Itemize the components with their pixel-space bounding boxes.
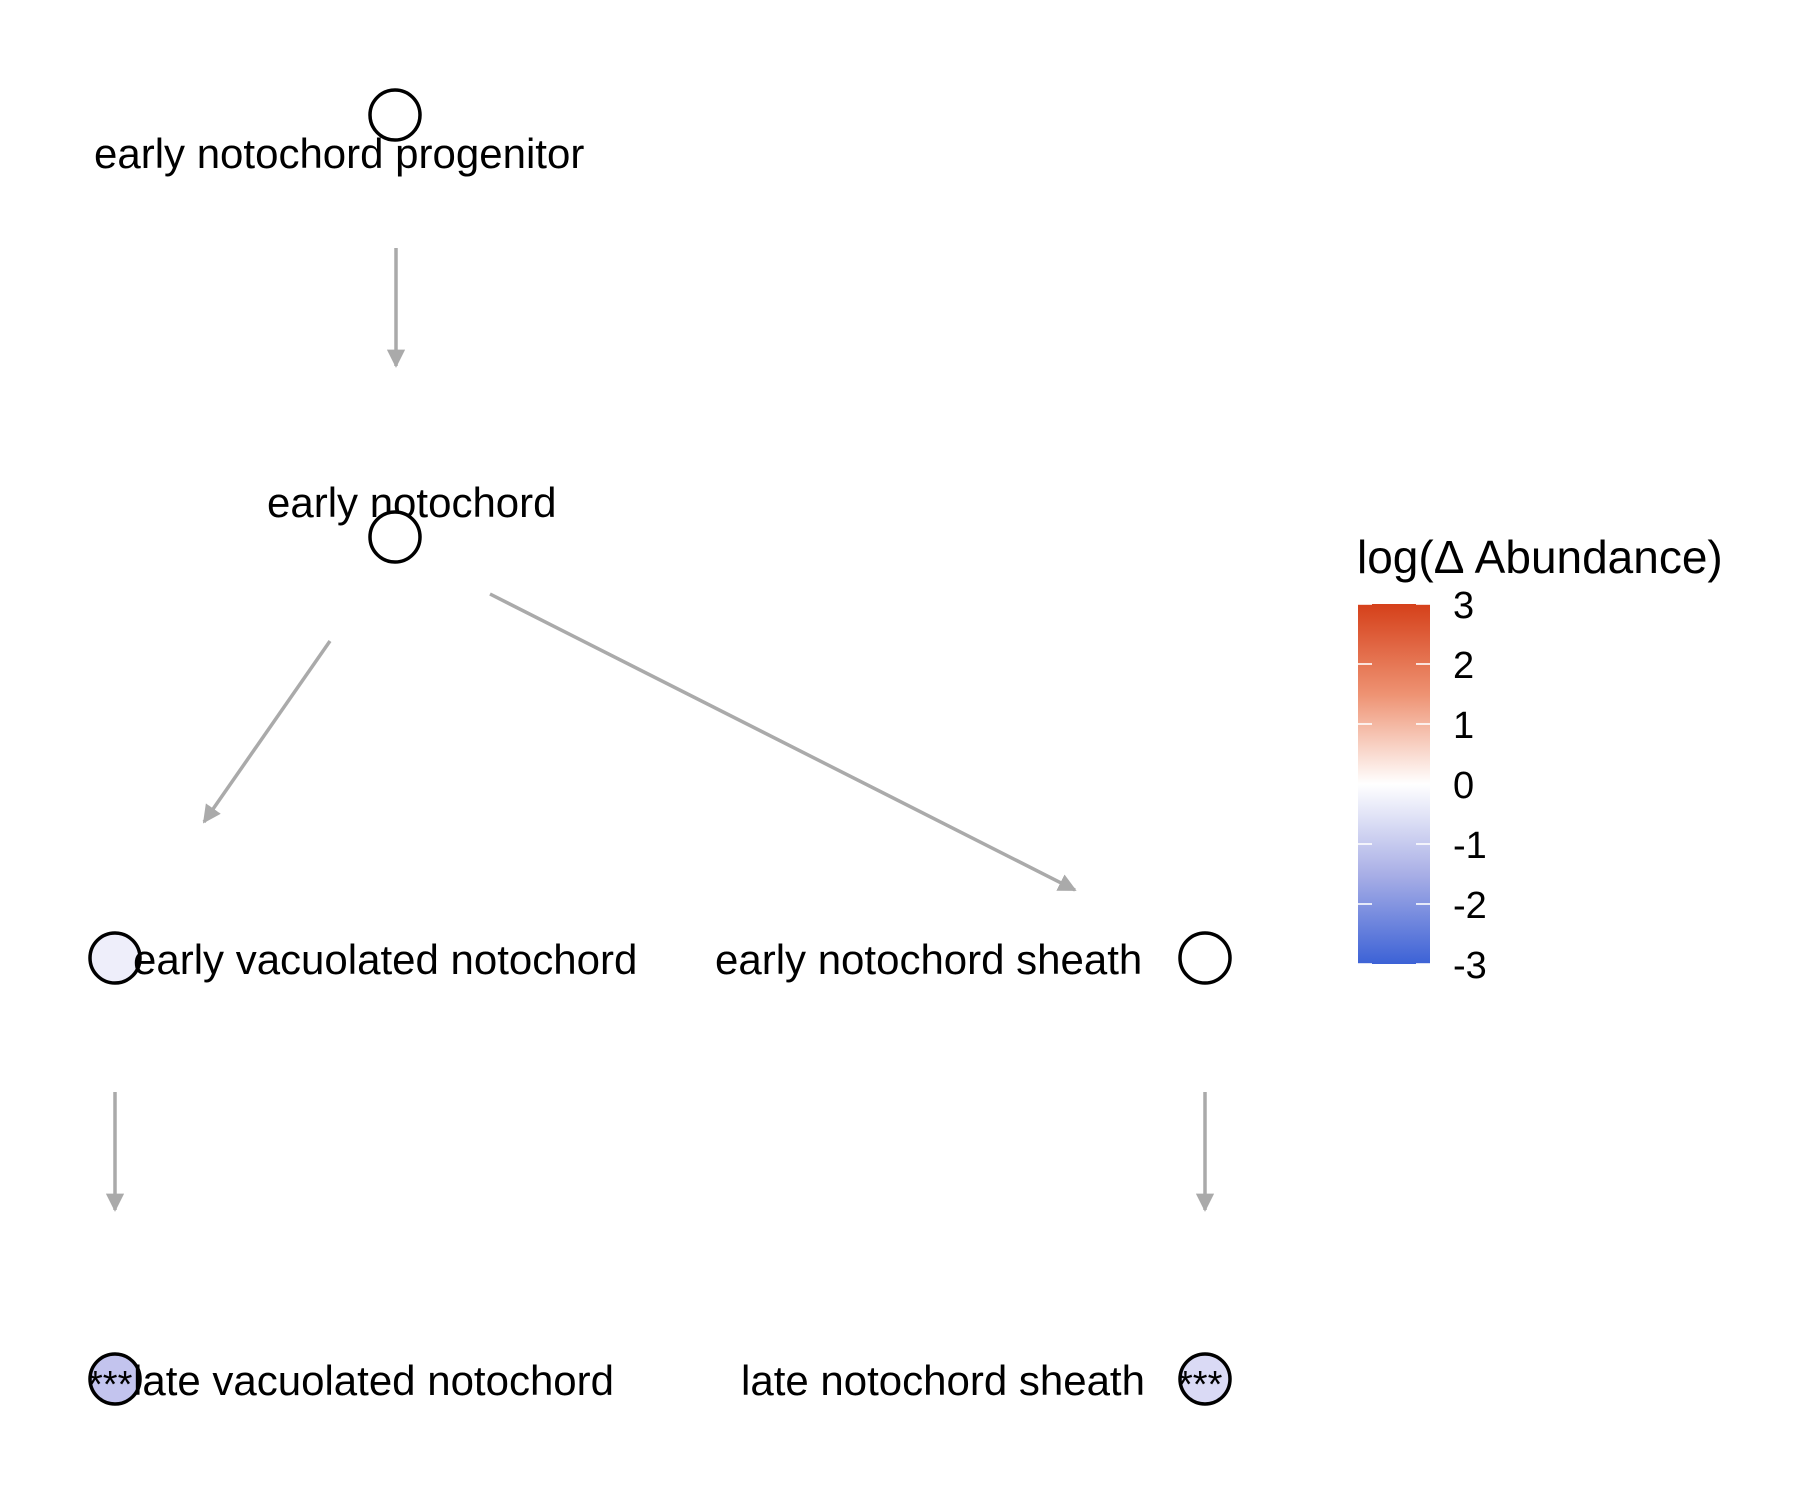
node-circle	[88, 931, 142, 985]
legend-tick-label: 1	[1453, 705, 1474, 747]
edge-early-notochord-to-early-sheath	[489, 592, 1077, 892]
node-label: early vacuolated notochord	[133, 936, 637, 983]
node-early-notochord: early notochord	[267, 479, 557, 564]
legend-tick-label: -3	[1453, 945, 1487, 987]
legend-title: log(Δ Abundance)	[1357, 531, 1723, 583]
edges	[105, 248, 1215, 1212]
node-label: late notochord sheath	[741, 1357, 1145, 1404]
node-circle	[88, 1352, 142, 1406]
node-early-notochord-sheath: early notochord sheath	[715, 931, 1232, 985]
node-early-notochord-progenitor: early notochord progenitor	[94, 88, 584, 177]
node-label: early notochord progenitor	[94, 130, 584, 177]
node-circle	[1178, 931, 1232, 985]
node-late-vacuolated-notochord: *** late vacuolated notochord	[88, 1352, 614, 1406]
legend-tick-label: 2	[1453, 645, 1474, 687]
node-circle	[368, 510, 422, 564]
edge-early-notochord-to-early-vacuolated	[202, 640, 332, 824]
legend-tick-label: 0	[1453, 765, 1474, 807]
node-circle	[1178, 1352, 1232, 1406]
legend-tick-marks	[1358, 603, 1430, 965]
color-legend: log(Δ Abundance) 3 2 1 0 -1 -2 -3	[1357, 531, 1723, 987]
significance-mark: ***	[88, 1364, 133, 1406]
node-early-vacuolated-notochord: early vacuolated notochord	[88, 931, 637, 985]
legend-tick-label: 3	[1453, 585, 1474, 627]
node-circle	[368, 88, 422, 142]
legend-tick-label: -2	[1453, 885, 1487, 927]
legend-tick-label: -1	[1453, 825, 1487, 867]
significance-mark: ***	[1178, 1364, 1223, 1406]
node-late-notochord-sheath: late notochord sheath ***	[741, 1352, 1232, 1406]
node-label: late vacuolated notochord	[133, 1357, 614, 1404]
node-label: early notochord sheath	[715, 936, 1142, 983]
